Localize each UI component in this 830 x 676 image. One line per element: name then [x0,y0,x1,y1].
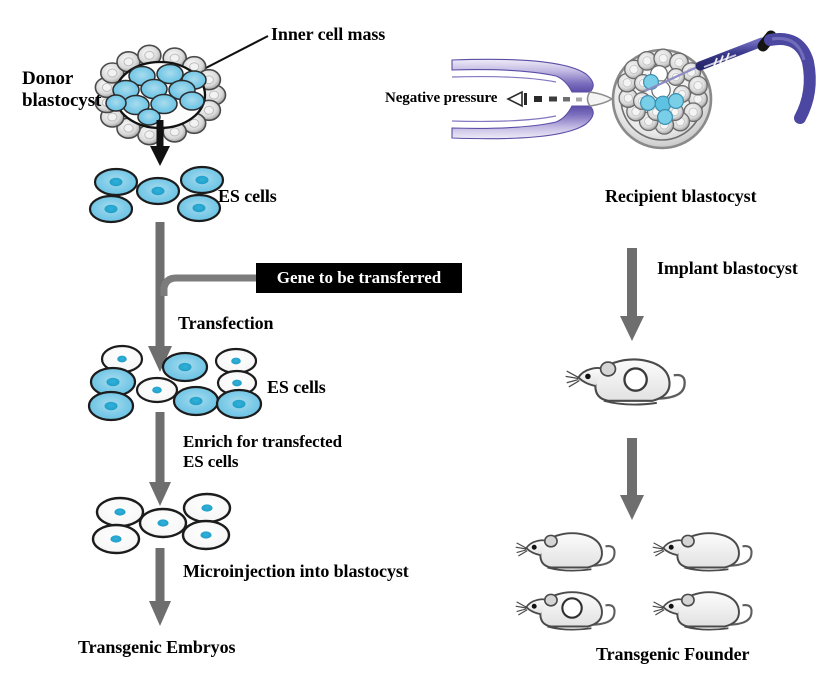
inner-cell-mass-leader-line [197,35,269,73]
gene-to-be-transferred-label: Gene to be transferred [276,268,442,287]
arrow-implant-blastocyst [620,248,644,341]
label-microinjection: Microinjection into blastocyst [183,561,409,581]
founder-mouse-4 [652,591,753,631]
label-recipient-blastocyst: Recipient blastocyst [605,186,757,206]
arrow-donor-to-es-cells [150,120,170,166]
label-transgenic-founder: Transgenic Founder [596,644,750,664]
donor-blastocyst-illustration [94,44,227,146]
label-es-cells-transfected: ES cells [267,377,326,397]
label-enrich-for-transfected: Enrich for transfected ES cells [183,432,342,472]
arrow-enriched-to-embryos [149,548,171,626]
trophoblast-cell-ring [94,44,227,146]
label-transgenic-embryos: Transgenic Embryos [78,637,236,657]
gene-to-be-transferred-callout: Gene to be transferred [256,263,462,293]
founder-mouse-3 [515,591,616,631]
injection-needle-illustration [644,30,816,124]
es-cells-enriched-group [91,492,232,555]
label-negative-pressure: Negative pressure [385,90,498,106]
label-donor-blastocyst: Donor blastocyst [22,68,102,112]
arrow-mixed-to-enriched [149,412,171,506]
recipient-blastocyst-illustration [611,48,713,150]
recipient-mouse-illustration [565,358,686,406]
transgene-marker [623,367,648,392]
transgenic-founder-mice-grid [515,532,753,631]
inner-cell-mass-cells [105,63,207,126]
label-implant-blastocyst: Implant blastocyst [657,258,798,278]
founder-mouse-2 [652,532,753,572]
label-inner-cell-mass: Inner cell mass [271,24,386,44]
blastocoel-cavity [113,60,207,130]
negative-pressure-arrow-icon [506,90,582,108]
label-es-cells-harvested: ES cells [218,186,277,206]
arrow-to-transgenic-founder [620,438,644,520]
es-cells-harvested-group [88,165,225,224]
injected-es-cells [639,73,684,125]
founder-mouse-1 [515,532,616,572]
gene-transfer-connector-line [160,274,256,296]
recipient-inner-cells [632,64,691,121]
recipient-trophoblast-cells [617,48,708,135]
es-cells-mixed-group [87,344,263,422]
label-transfection: Transfection [178,313,274,333]
arrow-es-to-transfection [148,222,172,372]
transgene-marker [561,597,583,619]
